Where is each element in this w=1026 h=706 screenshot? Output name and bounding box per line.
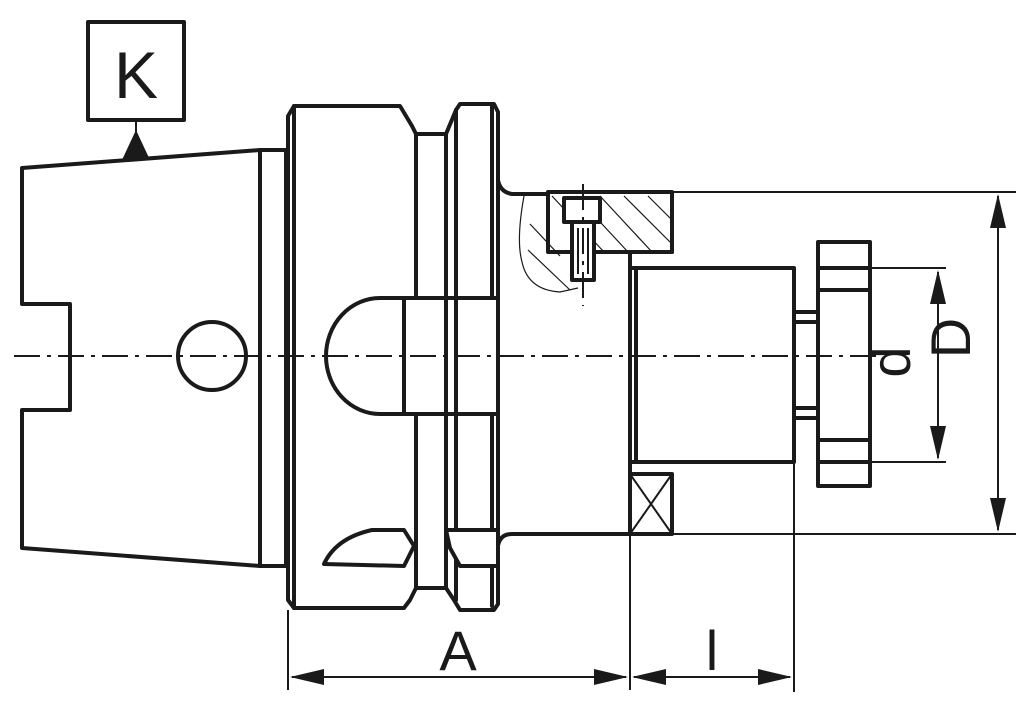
dimension-body-length: A [287, 534, 631, 690]
dimension-outer-diameter: D [672, 191, 1016, 535]
grip-groove [322, 528, 416, 568]
outer-diameter-label: D [919, 318, 982, 358]
taper-label: K [114, 38, 158, 112]
lock-nut [816, 240, 872, 488]
dimension-clamp-length: l [632, 462, 795, 692]
dimension-bore-diameter: d [859, 267, 946, 463]
taper-shank [20, 148, 288, 568]
set-screw-section [518, 184, 674, 306]
taper-datum-box: K [86, 20, 186, 160]
clamp-length-label: l [706, 619, 718, 682]
flange [286, 102, 500, 612]
body-length-label: A [439, 619, 477, 682]
bore-diameter-label: d [859, 346, 922, 377]
clamp-bush [628, 240, 872, 536]
